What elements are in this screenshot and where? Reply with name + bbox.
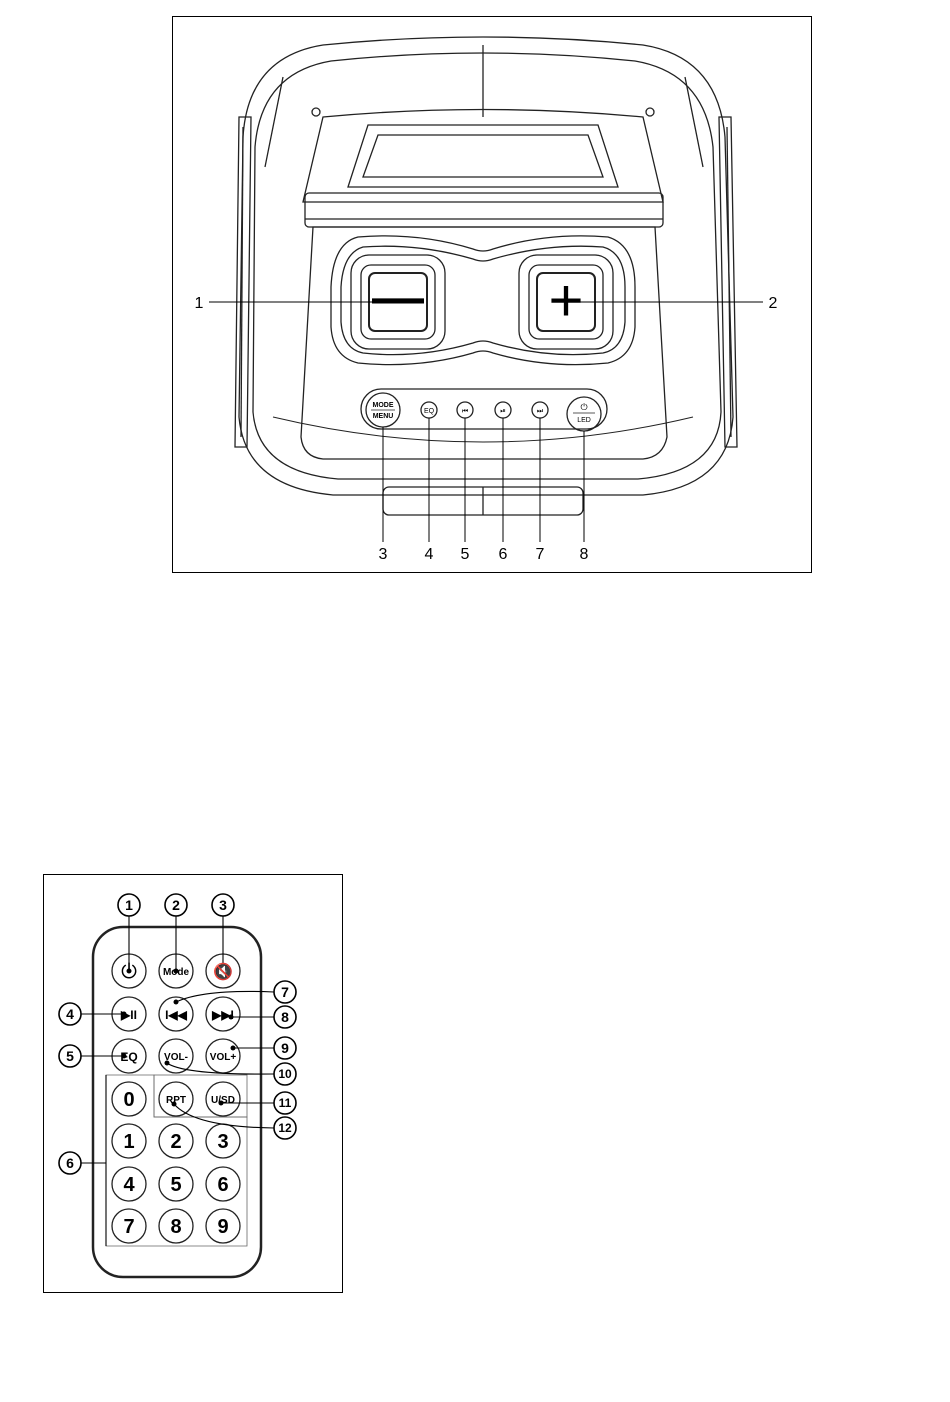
remote-callout-9: 9	[281, 1040, 289, 1056]
remote-digit-1-label: 1	[123, 1131, 134, 1153]
remote-callout-8: 8	[281, 1009, 289, 1025]
remote-next-icon: ▶▶I	[211, 1008, 234, 1022]
remote-digit-0-label: 0	[123, 1089, 134, 1111]
remote-callout-2: 2	[172, 897, 180, 913]
remote-mode-label: Mode	[163, 967, 190, 978]
mode-label: MODE	[373, 402, 394, 409]
remote-power-icon: ⏻	[121, 961, 137, 983]
prev-icon: ⏮	[462, 408, 468, 415]
remote-callout-10: 10	[278, 1067, 292, 1081]
speaker-callout-lines	[209, 302, 763, 542]
next-icon: ⏭	[537, 408, 544, 415]
speaker-callout-2: 2	[769, 295, 778, 312]
handle-bar	[305, 193, 663, 227]
remote-prev-icon: I◀◀	[165, 1008, 188, 1022]
remote-eq-label: EQ	[120, 1050, 137, 1064]
remote-digit-9-label: 9	[217, 1216, 228, 1238]
remote-callout-1: 1	[125, 897, 133, 913]
power-icon: ⏻	[580, 402, 587, 412]
remote-callout-3: 3	[219, 897, 227, 913]
remote-digit-5-label: 5	[170, 1174, 181, 1196]
remote-figure: 1 2 3 4 5 6 7 8 9 10 11 12 ⏻ Mode 🔇 ▶II …	[43, 874, 343, 1293]
remote-digit-8-label: 8	[170, 1216, 181, 1238]
plus-symbol: +	[548, 267, 583, 334]
remote-vol-minus-label: VOL-	[164, 1052, 188, 1063]
screw-left	[312, 108, 320, 116]
speaker-body-outline	[239, 37, 733, 495]
remote-digit-4-label: 4	[123, 1174, 135, 1196]
menu-label: MENU	[373, 413, 394, 420]
remote-callout-4: 4	[66, 1006, 74, 1022]
remote-mute-icon: 🔇	[213, 962, 233, 981]
remote-callout-12: 12	[278, 1121, 292, 1135]
remote-callout-5: 5	[66, 1048, 74, 1064]
speaker-callout-7: 7	[536, 546, 545, 563]
remote-usd-label: U/SD	[211, 1095, 235, 1106]
eq-label: EQ	[424, 408, 435, 415]
speaker-callout-5: 5	[461, 546, 470, 563]
speaker-callout-4: 4	[425, 546, 434, 563]
remote-digit-2-label: 2	[170, 1131, 181, 1153]
remote-callout-7: 7	[281, 984, 289, 1000]
led-label: LED	[577, 417, 591, 424]
remote-digit-6-label: 6	[217, 1174, 228, 1196]
play-pause-icon: ⏯	[500, 408, 506, 415]
speaker-callout-1: 1	[195, 295, 204, 312]
remote-play-pause-icon: ▶II	[120, 1008, 137, 1022]
speaker-drawing: — + MODE MENU EQ ⏮ ⏯ ⏭ ⏻ LED 1 2 3 4 5 6…	[173, 17, 813, 574]
remote-rpt-label: RPT	[166, 1095, 186, 1106]
remote-vol-plus-label: VOL+	[210, 1052, 237, 1063]
remote-callout-6: 6	[66, 1155, 74, 1171]
speaker-callout-6: 6	[499, 546, 508, 563]
remote-callout-11: 11	[279, 1096, 292, 1110]
handle-recess	[303, 110, 663, 203]
remote-digit-3-label: 3	[217, 1131, 228, 1153]
speaker-callout-8: 8	[580, 546, 589, 563]
speaker-figure: — + MODE MENU EQ ⏮ ⏯ ⏭ ⏻ LED 1 2 3 4 5 6…	[172, 16, 812, 573]
speaker-callout-3: 3	[379, 546, 388, 563]
screw-right	[646, 108, 654, 116]
remote-digit-7-label: 7	[123, 1216, 134, 1238]
minus-symbol: —	[372, 269, 424, 327]
remote-drawing: 1 2 3 4 5 6 7 8 9 10 11 12 ⏻ Mode 🔇 ▶II …	[44, 875, 344, 1294]
handle-grip	[348, 125, 618, 187]
